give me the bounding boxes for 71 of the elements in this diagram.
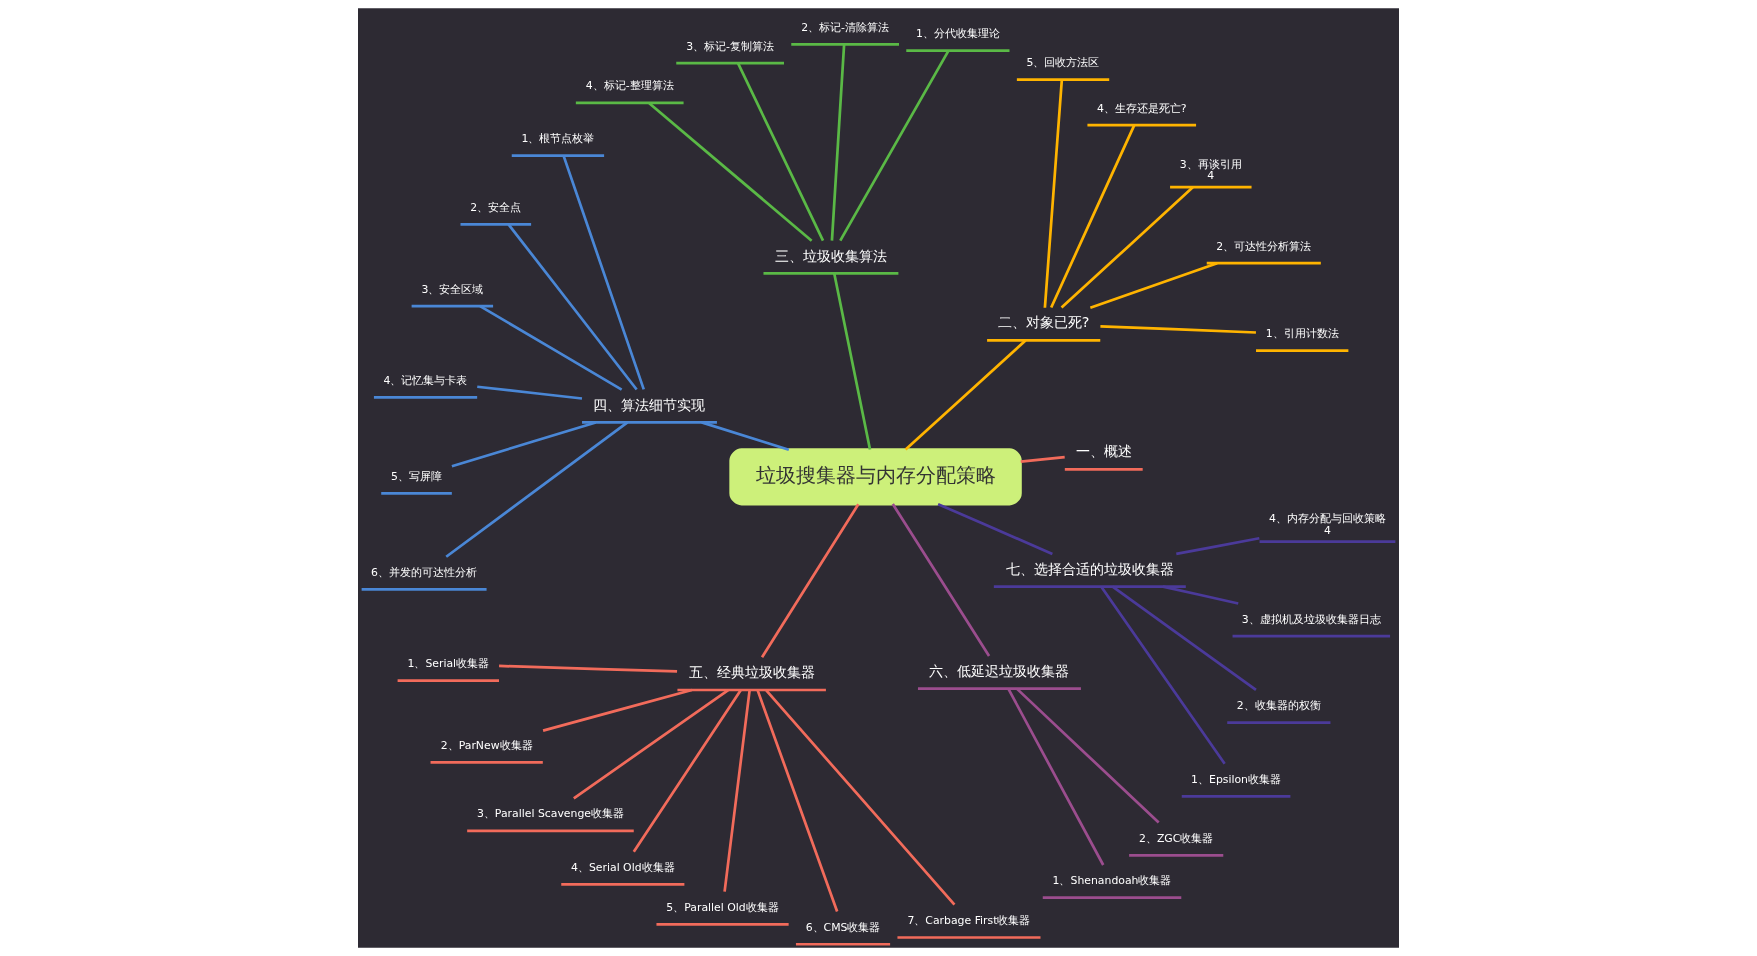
node-box: 垃圾搜集器与内存分配策略 <box>729 448 1022 506</box>
node-text: 3、再谈引用 4 <box>1179 157 1242 183</box>
connector <box>760 503 860 658</box>
node-text: 1、根节点枚举 <box>521 132 595 146</box>
node-text: 5、写屏障 <box>391 469 442 483</box>
connector <box>1043 79 1064 308</box>
connector <box>904 339 1027 451</box>
node-text: 六、低延迟垃圾收集器 <box>929 662 1070 679</box>
node-text: 4、Serial Old收集器 <box>571 860 675 874</box>
connector <box>1007 688 1105 866</box>
connector <box>839 49 950 242</box>
node-text: 一、概述 <box>1075 443 1132 460</box>
node-text: 2、可达性分析算法 <box>1216 239 1312 253</box>
node-text: 6、并发的可达性分析 <box>371 565 478 579</box>
connector <box>479 304 623 391</box>
connector <box>756 689 839 912</box>
node-text: 2、收集器的权衡 <box>1236 699 1321 713</box>
connector <box>723 690 751 892</box>
node-text: 1、Shenandoah收集器 <box>1052 874 1172 888</box>
node-text: 2、标记-清除算法 <box>801 20 890 34</box>
connector <box>477 385 583 400</box>
node-text: 2、ZGC收集器 <box>1139 831 1214 845</box>
node-text: 6、CMS收集器 <box>805 920 881 934</box>
connector <box>1162 585 1239 605</box>
connector <box>451 421 597 468</box>
connector <box>1049 124 1136 309</box>
connector <box>573 689 729 800</box>
connector <box>736 62 825 242</box>
connector <box>891 503 991 657</box>
node-text: 2、ParNew收集器 <box>440 738 533 752</box>
node-text: 1、分代收集理论 <box>915 27 1000 41</box>
connector <box>937 502 1053 556</box>
node-text: 3、虚拟机及垃圾收集器日志 <box>1241 612 1381 626</box>
node-text: 二、对象已死? <box>997 314 1090 331</box>
connector <box>632 689 742 853</box>
connector <box>1016 687 1160 824</box>
connector <box>701 421 790 451</box>
connector <box>1100 585 1226 765</box>
connector <box>445 421 629 558</box>
node-text: 四、算法细节实现 <box>593 396 706 413</box>
node-text: 1、引用计数法 <box>1265 327 1339 341</box>
connector <box>765 689 956 906</box>
node-text: 1、Epsilon收集器 <box>1191 772 1282 786</box>
connector <box>507 223 638 391</box>
node-text: 4、生存还是死亡? <box>1096 101 1187 115</box>
connector <box>830 44 846 241</box>
node-text: 三、垃圾收集算法 <box>774 247 887 264</box>
connector <box>542 688 693 732</box>
node-text: 3、标记-复制算法 <box>686 39 775 53</box>
node-text: 4、记忆集与卡表 <box>383 373 468 387</box>
node-text: 4、标记-整理算法 <box>585 79 674 93</box>
connector <box>1060 186 1194 309</box>
connector <box>1100 324 1256 334</box>
node-text: 5、Parallel Old收集器 <box>666 900 779 914</box>
node-text: 3、安全区域 <box>421 282 484 296</box>
node-text: 七、选择合适的垃圾收集器 <box>1005 560 1174 577</box>
node-text: 3、Parallel Scavenge收集器 <box>476 807 624 821</box>
connector <box>562 155 646 390</box>
node-text: 7、Carbage First收集器 <box>907 914 1031 927</box>
node-text: 5、回收方法区 <box>1026 56 1100 70</box>
connector <box>832 273 872 450</box>
node-text: 2、安全点 <box>470 200 522 214</box>
connector <box>1020 455 1065 464</box>
node-text: 1、Serial收集器 <box>407 657 490 671</box>
node-text: 4、内存分配与回收策略 4 <box>1269 512 1386 538</box>
connector <box>1176 536 1260 556</box>
node-text: 五、经典垃圾收集器 <box>688 664 815 681</box>
connector <box>1089 261 1218 309</box>
connector <box>1111 585 1257 691</box>
connector <box>499 664 678 673</box>
connector <box>648 102 813 242</box>
